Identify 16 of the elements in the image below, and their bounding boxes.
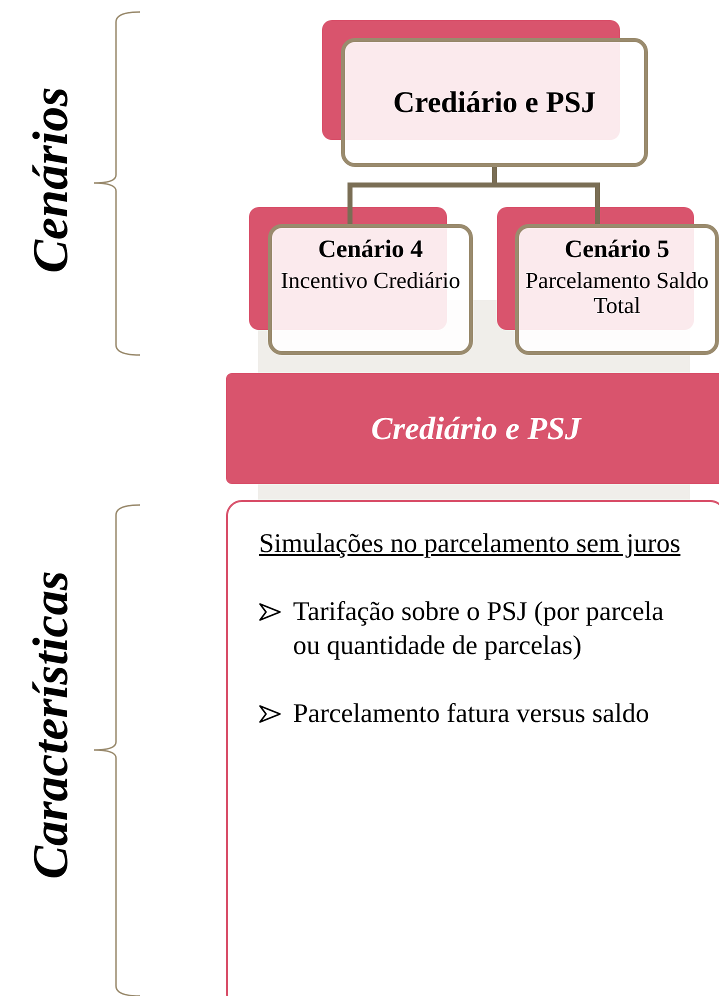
box-subtitle: Incentivo Crediário <box>280 268 460 293</box>
box-title: Cenário 4 <box>318 236 423 264</box>
card-heading: Simulações no parcelamento sem juros <box>259 527 682 560</box>
banner-title: Crediário e PSJ <box>371 410 581 447</box>
scenario-box <box>268 224 473 355</box>
scenario-box <box>515 224 719 355</box>
box-title: Cenário 5 <box>564 236 670 264</box>
description-card <box>226 500 719 996</box>
box-subtitle: Parcelamento Saldo Total <box>524 268 710 318</box>
bullet-text: Tarifação sobre o PSJ (por parcela ou quantidade de parcelas) <box>293 595 665 662</box>
scenario-box <box>341 38 648 167</box>
side-label: Características <box>21 570 79 880</box>
title-banner <box>226 373 719 484</box>
box-title: Crediário e PSJ <box>393 86 596 120</box>
bullet-text: Parcelamento fatura versus saldo <box>293 697 650 730</box>
side-label: Cenários <box>21 86 79 274</box>
